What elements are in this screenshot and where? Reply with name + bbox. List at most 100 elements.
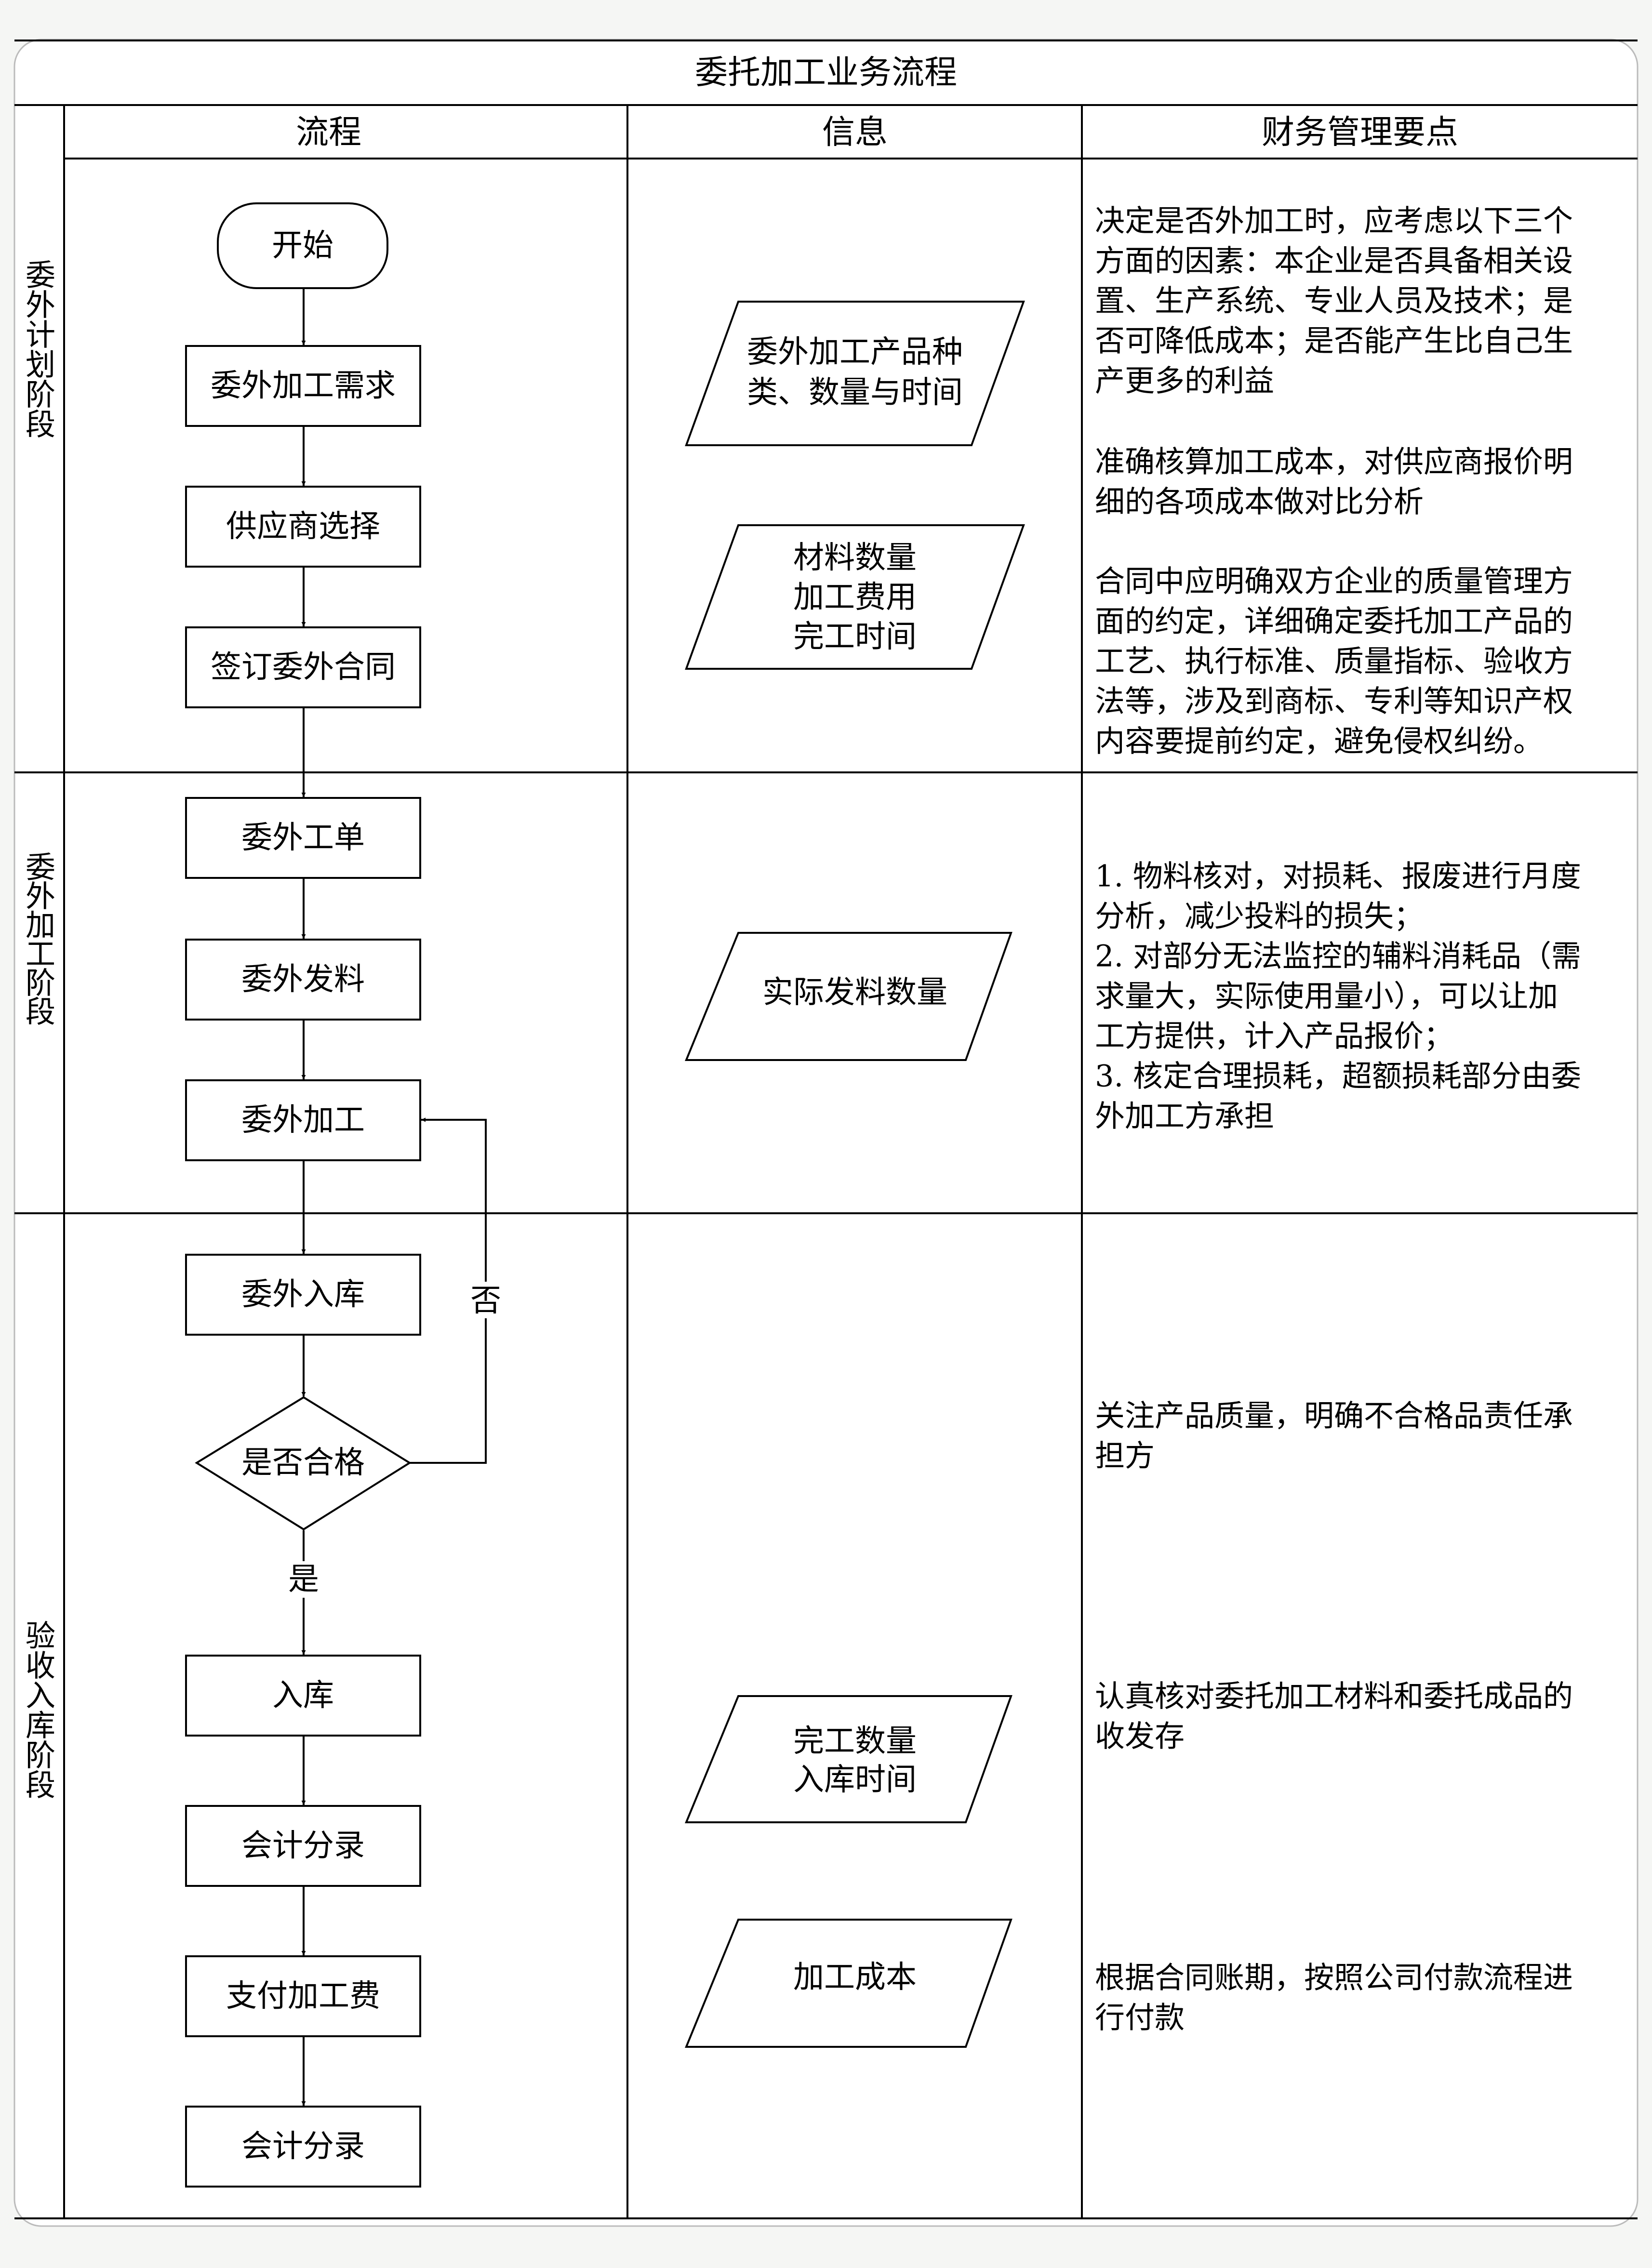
node-entry1: 会计分录 [241, 1828, 365, 1864]
stage-char: 库 [26, 1708, 55, 1743]
info-actual: 实际发料数量 [762, 975, 947, 1010]
stage-char: 阶 [26, 1738, 55, 1773]
info-finish-line: 完工数量 [793, 1724, 917, 1759]
finance-plan-2-line: 细的各项成本做对比分析 [1095, 484, 1424, 519]
node-start: 开始 [272, 228, 333, 264]
stage-char: 入 [26, 1678, 55, 1713]
finance-accept-3-line: 行付款 [1095, 2000, 1185, 2035]
stage-char: 委 [26, 850, 55, 885]
diagram-title: 委托加工业务流程 [695, 54, 957, 92]
info-product-shape [685, 301, 1025, 446]
node-warehouse: 入库 [272, 1678, 334, 1713]
stage-char: 计 [26, 318, 55, 353]
finance-process-1-line: 外加工方承担 [1095, 1099, 1274, 1134]
info-product-line: 委外加工产品种 [747, 334, 963, 370]
info-actual-line: 实际发料数量 [762, 975, 947, 1010]
node-entry2: 会计分录 [241, 2129, 365, 2164]
finance-plan-1-line: 产更多的利益 [1095, 363, 1274, 398]
finance-process-1-line: 2. 对部分无法监控的辅料消耗品（需 [1095, 939, 1581, 974]
info-material-line: 材料数量 [793, 540, 917, 576]
info-product-line: 类、数量与时间 [747, 375, 963, 411]
finance-plan-1-line: 否可降低成本；是否能产生比自己生 [1095, 323, 1573, 358]
stage-char: 外 [26, 879, 55, 914]
node-work-order: 委外工单 [241, 820, 365, 856]
no-label-bg [471, 1282, 500, 1318]
step-processing [185, 1079, 421, 1161]
stage-char: 段 [26, 1768, 55, 1803]
start-terminator [217, 202, 388, 289]
table-grid [14, 40, 1638, 2219]
finance-accept-2-line: 认真核对委托加工材料和委托成品的 [1095, 1679, 1573, 1714]
info-material-line: 加工费用 [793, 580, 917, 615]
finance-plan-3-line: 工艺、执行标准、质量指标、验收方 [1095, 644, 1573, 679]
finance-process-1-line: 求量大，实际使用量小），可以让加 [1095, 979, 1558, 1014]
finance-plan-1: 决定是否外加工时，应考虑以下三个方面的因素：本企业是否具备相关设置、生产系统、专… [1095, 203, 1573, 398]
finance-plan-1-line: 方面的因素：本企业是否具备相关设 [1095, 243, 1573, 279]
finance-accept-3-line: 根据合同账期，按照公司付款流程进 [1095, 1960, 1573, 1995]
finance-process-1-line: 3. 核定合理损耗，超额损耗部分由委 [1095, 1059, 1581, 1094]
stage-char: 加 [26, 908, 55, 943]
step-contract [185, 626, 421, 708]
stage-char: 段 [26, 407, 55, 442]
info-cost: 加工成本 [793, 1960, 917, 1995]
finance-plan-1-line: 决定是否外加工时，应考虑以下三个 [1095, 203, 1573, 239]
info-actual-shape [685, 932, 1013, 1061]
finance-plan-2-line: 准确核算加工成本，对供应商报价明 [1095, 444, 1573, 479]
finance-process-1-line: 工方提供，计入产品报价； [1095, 1019, 1453, 1054]
stage-char: 外 [26, 288, 55, 323]
node-issue-material: 委外发料 [241, 962, 365, 997]
stage-char: 段 [26, 995, 55, 1030]
yes-label-bg [289, 1561, 318, 1598]
step-supplier [185, 486, 421, 568]
node-qualified: 是否合格 [241, 1445, 365, 1481]
finance-plan-3-line: 面的约定，详细确定委托加工产品的 [1095, 604, 1573, 639]
stage-char: 划 [26, 347, 55, 383]
info-cost-shape [685, 1919, 1013, 2048]
header-process: 流程 [296, 114, 361, 152]
step-warehouse [185, 1655, 421, 1737]
finance-process-1-line: 1. 物料核对，对损耗、报废进行月度 [1095, 859, 1581, 894]
stage-char: 收 [26, 1648, 55, 1684]
step-demand [185, 345, 421, 427]
header-finance: 财务管理要点 [1262, 114, 1458, 152]
finance-plan-3-line: 法等，涉及到商标、专利等知识产权 [1095, 684, 1573, 719]
step-work-order [185, 797, 421, 879]
finance-accept-2-line: 收发存 [1095, 1719, 1185, 1754]
stage-char: 阶 [26, 377, 55, 412]
header-info: 信息 [822, 114, 888, 152]
step-entry1 [185, 1805, 421, 1887]
info-finish-shape [685, 1695, 1013, 1823]
decision-diamond [195, 1396, 412, 1531]
finance-accept-1-line: 关注产品质量，明确不合格品责任承 [1095, 1398, 1573, 1433]
finance-process-1-line: 分析，减少投料的损失； [1095, 899, 1424, 934]
stage-char: 阶 [26, 966, 55, 1001]
stage-char: 工 [26, 937, 55, 972]
info-material-line: 完工时间 [793, 619, 917, 655]
edge-label-yes: 是 [288, 1562, 319, 1597]
node-contract: 签订委外合同 [211, 650, 396, 685]
stage-char: 验 [26, 1618, 55, 1654]
node-demand: 委外加工需求 [211, 368, 396, 404]
node-receive: 委外入库 [241, 1277, 365, 1313]
finance-plan-3: 合同中应明确双方企业的质量管理方面的约定，详细确定委托加工产品的工艺、执行标准、… [1095, 564, 1573, 759]
stage-char: 委 [26, 258, 55, 293]
step-entry2 [185, 2106, 421, 2188]
finance-plan-3-line: 合同中应明确双方企业的质量管理方 [1095, 564, 1573, 599]
step-issue-material [185, 939, 421, 1021]
info-cost-line: 加工成本 [793, 1960, 917, 1995]
node-processing: 委外加工 [241, 1102, 365, 1138]
info-finish-line: 入库时间 [793, 1762, 917, 1798]
